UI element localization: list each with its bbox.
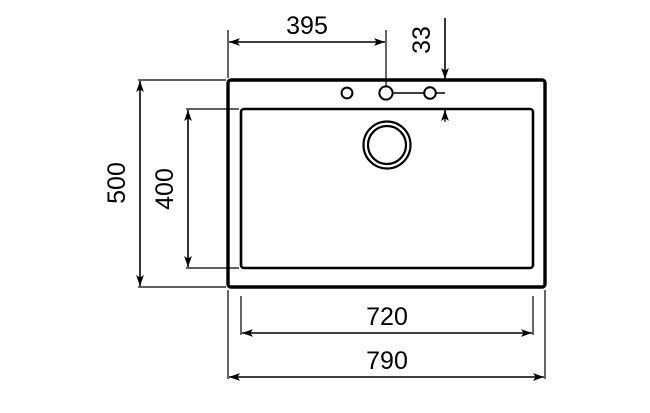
- drain-outer-ring: [362, 120, 412, 170]
- drain-outlet: [362, 120, 412, 170]
- dimension-720: 720: [240, 296, 534, 337]
- dimension-400: 400: [151, 108, 239, 269]
- tap-holes-group: [340, 85, 445, 101]
- dimension-33: 33: [408, 18, 449, 122]
- dim-label-400: 400: [151, 168, 179, 210]
- sink-inner-bowl: [239, 107, 535, 270]
- dimension-395: 395: [227, 12, 387, 86]
- dim-label-33: 33: [408, 26, 436, 54]
- tap-hole-left: [340, 86, 354, 100]
- dim-label-395: 395: [286, 12, 328, 40]
- tap-hole-center: [378, 85, 394, 101]
- dimension-790: 790: [227, 290, 546, 381]
- sink-body-group: [226, 78, 547, 289]
- dim-label-790: 790: [366, 347, 408, 375]
- tap-hole-right: [423, 86, 437, 100]
- sink-outer-rim: [226, 78, 547, 289]
- drain-inner-ring: [366, 124, 408, 166]
- dimension-500: 500: [103, 79, 226, 288]
- dim-label-500: 500: [103, 162, 131, 204]
- dim-label-720: 720: [366, 303, 408, 331]
